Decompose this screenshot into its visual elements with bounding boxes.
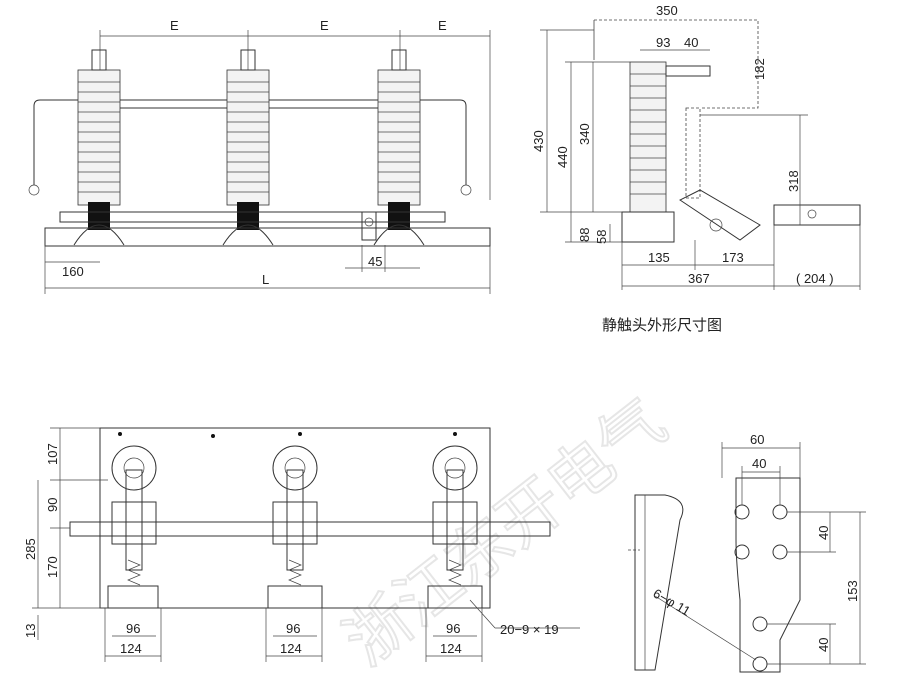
dim-58: 58	[594, 230, 609, 244]
dim-350: 350	[656, 3, 678, 18]
front-view: E E E	[28, 18, 491, 294]
top-view: 107 90 170 285 13 96 124 96 124 96 124 2…	[23, 427, 580, 662]
hole-callout-plate: 6−φ 11	[651, 586, 693, 619]
dim-96-2: 96	[286, 621, 300, 636]
dim-318: 318	[786, 170, 801, 192]
dim-96-1: 96	[126, 621, 140, 636]
dim-124-1: 124	[120, 641, 142, 656]
top-unit-3	[427, 445, 483, 609]
dim-124-2: 124	[280, 641, 302, 656]
dim-367: 367	[688, 271, 710, 286]
dim-96-3: 96	[446, 621, 460, 636]
dim-e3: E	[438, 18, 447, 33]
top-unit-2	[267, 445, 323, 609]
insulator-1	[73, 49, 125, 246]
dim-l: L	[262, 272, 269, 287]
dim-88: 88	[577, 228, 592, 242]
dim-153: 153	[845, 580, 860, 602]
dim-90: 90	[45, 498, 60, 512]
dim-285: 285	[23, 538, 38, 560]
dim-440: 440	[555, 146, 570, 168]
dim-135: 135	[648, 250, 670, 265]
dim-170: 170	[45, 556, 60, 578]
dim-45: 45	[368, 254, 382, 269]
dim-60: 60	[750, 432, 764, 447]
dim-40-top: 40	[684, 35, 698, 50]
dim-124-3: 124	[440, 641, 462, 656]
dim-107: 107	[45, 443, 60, 465]
dim-40-plate-top: 40	[752, 456, 766, 471]
dim-93: 93	[656, 35, 670, 50]
hole-callout-top: 20−9 × 19	[500, 622, 559, 637]
dim-173: 173	[722, 250, 744, 265]
top-unit-1	[107, 445, 159, 609]
dim-40-plate-b: 40	[816, 638, 831, 652]
dim-13: 13	[23, 624, 38, 638]
dim-e2: E	[320, 18, 329, 33]
dim-160: 160	[62, 264, 84, 279]
dim-430: 430	[531, 130, 546, 152]
static-contact-view: 350 93 40 182 430 440 340	[531, 3, 861, 334]
dim-40-plate-a: 40	[816, 526, 831, 540]
dim-e1: E	[170, 18, 179, 33]
insulator-3	[373, 49, 425, 246]
dim-340: 340	[577, 123, 592, 145]
contact-plate-view: 60 40 40 153 40 6−φ 11	[628, 432, 866, 673]
dim-204: ( 204 )	[796, 271, 834, 286]
static-contact-caption: 静触头外形尺寸图	[602, 316, 722, 334]
insulator-2	[222, 49, 274, 246]
dim-182: 182	[752, 58, 767, 80]
